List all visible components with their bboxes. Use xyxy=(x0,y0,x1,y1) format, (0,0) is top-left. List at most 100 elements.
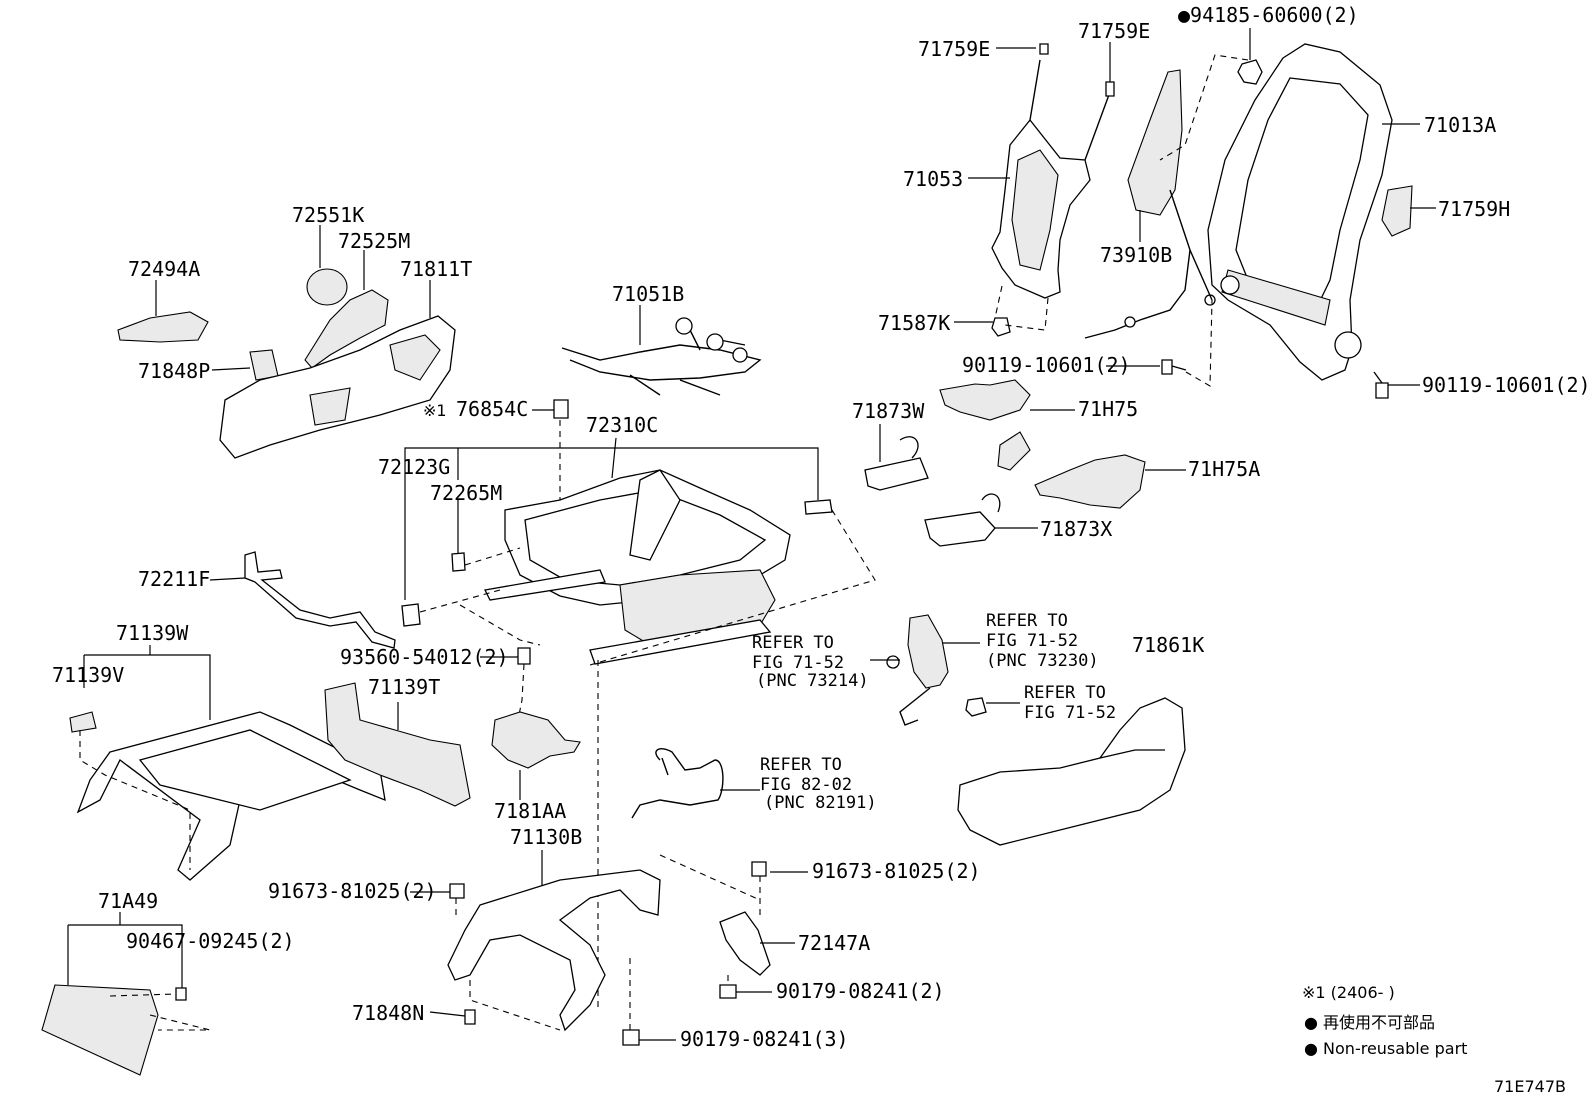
label-71130B: 71130B xyxy=(510,825,582,849)
label-71053: 71053 xyxy=(903,167,963,191)
label-71759H: 71759H xyxy=(1438,197,1510,221)
legend: ※1 (2406- ) ● 再使用不可部品 ● Non-reusable par… xyxy=(1302,983,1566,1096)
bolt-90119-a xyxy=(1161,359,1187,375)
part-72147A xyxy=(719,911,771,976)
refer-fig71-52-line1: REFER TO xyxy=(1024,683,1106,703)
label-71873X: 71873X xyxy=(1040,517,1112,541)
refer-73214-line1: REFER TO xyxy=(752,633,834,653)
label-71848N: 71848N xyxy=(352,1001,424,1025)
label-71H75: 71H75 xyxy=(1078,397,1138,421)
part-71A49 xyxy=(41,984,159,1076)
label-72265M: 72265M xyxy=(430,481,502,505)
legend-nonreusable-jp: ● 再使用不可部品 xyxy=(1304,1013,1435,1032)
part-72211F xyxy=(244,551,396,649)
clip-71759E-a xyxy=(1039,43,1049,55)
part-72123G xyxy=(401,603,421,627)
refer-73214-line3: (PNC 73214) xyxy=(756,671,869,691)
label-71139V: 71139V xyxy=(52,663,124,687)
clip-71759E-b xyxy=(1105,81,1115,97)
part-71130B xyxy=(447,869,661,1032)
part-71139V xyxy=(69,711,97,733)
label-71051B: 71051B xyxy=(612,282,684,306)
label-90179-a: 90179-08241(2) xyxy=(776,979,945,1003)
part-7181AA xyxy=(491,711,581,769)
label-91673-b: 91673-81025(2) xyxy=(812,859,981,883)
label-72525M: 72525M xyxy=(338,229,410,253)
label-72123G: 72123G xyxy=(378,455,450,479)
part-72494A xyxy=(117,311,209,343)
wire-harness-82191 xyxy=(631,748,724,819)
nut-fig71-52 xyxy=(965,697,987,717)
label-76854C: 76854C xyxy=(456,397,528,421)
refer-82191-line1: REFER TO xyxy=(760,755,842,775)
seat-back-frame xyxy=(1207,43,1393,381)
part-71873W xyxy=(864,436,929,491)
label-71139T: 71139T xyxy=(368,675,440,699)
seat-cushion-frame xyxy=(484,469,791,665)
legend-date-note: ※1 (2406- ) xyxy=(1302,983,1395,1002)
bolt-91673-a xyxy=(449,883,465,899)
label-72147A: 72147A xyxy=(798,931,870,955)
nut-90179-a xyxy=(719,984,737,999)
label-7181AA: 7181AA xyxy=(494,799,566,823)
label-71A49: 71A49 xyxy=(98,889,158,913)
part-71873X xyxy=(924,493,1001,547)
part-71053 xyxy=(991,59,1111,299)
refer-73230-line3: (PNC 73230) xyxy=(986,651,1099,671)
label-71811T: 71811T xyxy=(400,257,472,281)
label-71587K: 71587K xyxy=(878,311,950,335)
part-73910B xyxy=(1084,69,1216,339)
part-71051B xyxy=(561,329,762,396)
diagram-code: 71E747B xyxy=(1494,1077,1566,1096)
label-71139W: 71139W xyxy=(116,621,189,645)
label-93560: 93560-54012(2) xyxy=(340,645,509,669)
leader-lines xyxy=(67,28,1436,1041)
bolt-91673-b xyxy=(751,861,767,877)
label-90119-b: 90119-10601(2) xyxy=(1422,373,1591,397)
refer-82191-line3: (PNC 82191) xyxy=(764,793,877,813)
label-72494A: 72494A xyxy=(128,257,200,281)
clip-90467 xyxy=(175,987,187,1001)
part-73230 xyxy=(907,614,949,689)
legend-nonreusable-en: ● Non-reusable part xyxy=(1304,1039,1467,1058)
label-71013A: 71013A xyxy=(1424,113,1496,137)
nut-94185 xyxy=(1237,59,1263,85)
part-71139W xyxy=(76,711,386,881)
label-72310C: 72310C xyxy=(586,413,658,437)
part-71848P xyxy=(249,349,279,381)
nut-90179-b xyxy=(622,1029,640,1046)
part-71861K xyxy=(957,697,1186,846)
label-71848P: 71848P xyxy=(138,359,210,383)
label-72551K: 72551K xyxy=(292,203,364,227)
label-73910B: 73910B xyxy=(1100,243,1172,267)
part-73214 xyxy=(886,655,900,669)
connector-right xyxy=(804,499,833,515)
refer-fig71-52-line2: FIG 71-52 xyxy=(1024,703,1116,723)
refer-82191-line2: FIG 82-02 xyxy=(760,775,852,795)
part-71H75 xyxy=(939,379,1031,471)
clip-71848N xyxy=(464,1009,476,1025)
label-71H75A: 71H75A xyxy=(1188,457,1260,481)
part-76854C xyxy=(553,399,569,419)
refer-73230-line2: FIG 71-52 xyxy=(986,631,1078,651)
refer-blocks: REFER TO FIG 71-52 (PNC 73230) REFER TO … xyxy=(752,611,1116,813)
label-71873W: 71873W xyxy=(852,399,925,423)
label-94185: ●94185-60600(2) xyxy=(1178,3,1359,27)
part-72525M xyxy=(304,289,389,369)
part-72265M xyxy=(451,552,466,572)
label-72211F: 72211F xyxy=(138,567,210,591)
label-90179-b: 90179-08241(3) xyxy=(680,1027,849,1051)
part-71587K xyxy=(991,317,1011,337)
part-71759H xyxy=(1381,185,1413,237)
bolt-90119-b xyxy=(1373,371,1389,399)
label-71759E-a: 71759E xyxy=(918,37,990,61)
label-71759E-b: 71759E xyxy=(1078,19,1150,43)
part-71H75A xyxy=(1034,454,1146,509)
label-71861K: 71861K xyxy=(1132,633,1204,657)
label-note-mark: ※1 xyxy=(423,401,447,420)
label-91673-a: 91673-81025(2) xyxy=(268,879,437,903)
refer-73214-line2: FIG 71-52 xyxy=(752,653,844,673)
refer-73230-line1: REFER TO xyxy=(986,611,1068,631)
label-90467: 90467-09245(2) xyxy=(126,929,295,953)
